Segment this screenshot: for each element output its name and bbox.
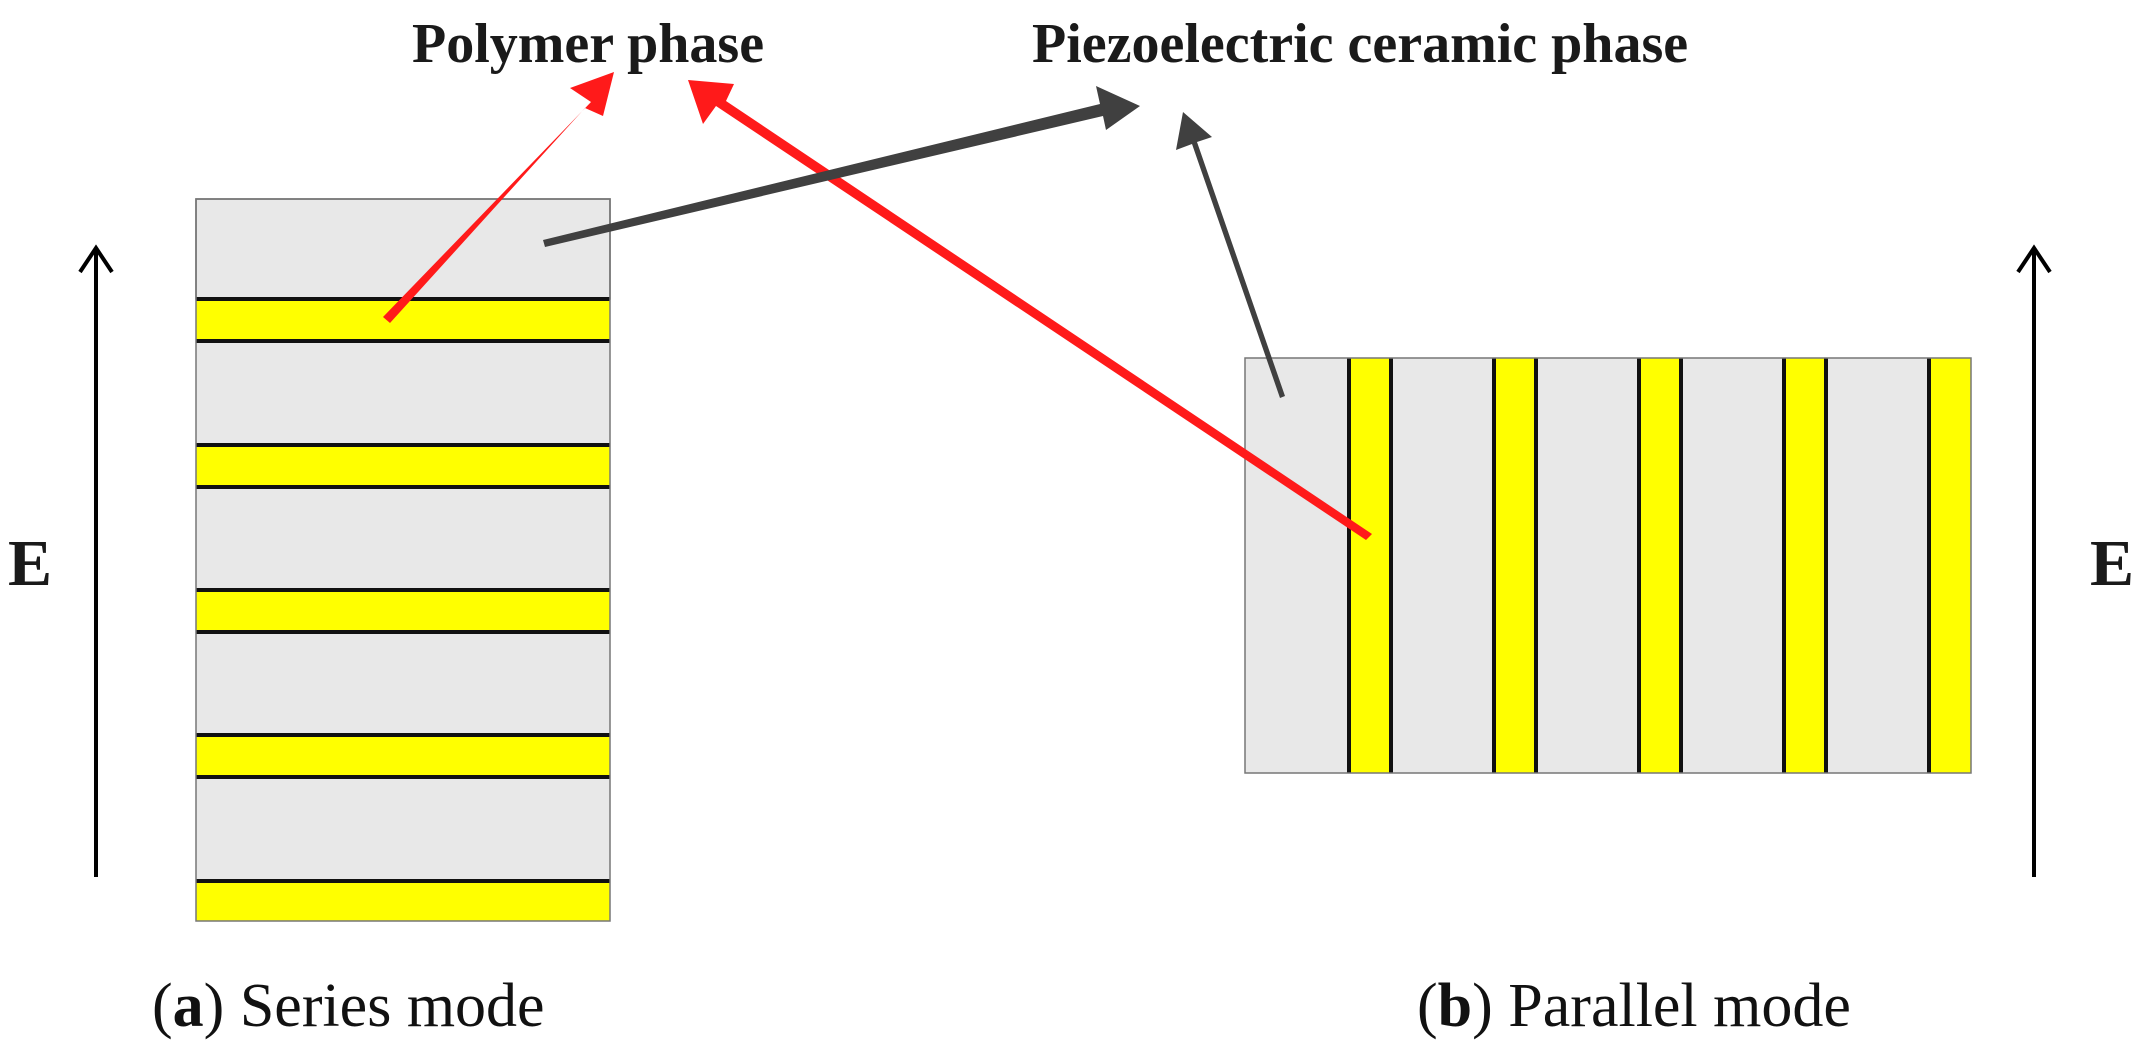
series-ceramic-layer	[195, 198, 611, 300]
field-label-left: E	[8, 527, 52, 600]
series-polymer-layer	[196, 445, 610, 487]
series-mode-stack	[195, 198, 611, 922]
series-polymer-layer	[196, 735, 610, 777]
series-ceramic-layer	[196, 777, 610, 881]
parallel-polymer-layer	[1494, 358, 1536, 773]
series-polymer-layer	[196, 881, 610, 921]
parallel-ceramic-layer	[1536, 358, 1639, 773]
parallel-mode-stack	[1244, 357, 1972, 774]
caption-series-mode: (a) Series mode	[152, 972, 545, 1040]
caption-text-b: Parallel mode	[1493, 972, 1851, 1040]
field-arrow-left	[78, 244, 114, 877]
series-ceramic-layer	[196, 632, 610, 735]
polymer-pointer-parallel	[688, 80, 1372, 540]
parallel-polymer-layer	[1929, 358, 1971, 773]
parallel-ceramic-layer	[1826, 358, 1929, 773]
caption-paren-b: )	[1472, 972, 1493, 1040]
parallel-polymer-layer	[1639, 358, 1681, 773]
caption-letter-a: a	[173, 972, 204, 1040]
caption-text-a: Series mode	[224, 972, 544, 1040]
polymer-phase-label: Polymer phase	[412, 13, 764, 75]
caption-letter-b: b	[1438, 972, 1472, 1040]
polymer-pointer-series	[383, 72, 614, 323]
field-label-right: E	[2090, 527, 2134, 600]
ceramic-pointer-series	[543, 86, 1140, 247]
parallel-ceramic-layer	[1245, 358, 1349, 773]
parallel-polymer-layer	[1784, 358, 1826, 773]
parallel-ceramic-layer	[1681, 358, 1784, 773]
parallel-ceramic-layer	[1391, 358, 1494, 773]
caption-parallel-mode: (b) Parallel mode	[1417, 972, 1851, 1040]
ceramic-pointer-parallel	[1176, 112, 1285, 398]
parallel-polymer-layer	[1349, 358, 1391, 773]
series-polymer-layer	[196, 590, 610, 632]
series-ceramic-layer	[196, 487, 610, 590]
field-arrow-right	[2016, 244, 2052, 877]
caption-paren-a: )	[204, 972, 225, 1040]
ceramic-phase-label: Piezoelectric ceramic phase	[1032, 13, 1688, 75]
series-ceramic-layer	[196, 341, 610, 445]
